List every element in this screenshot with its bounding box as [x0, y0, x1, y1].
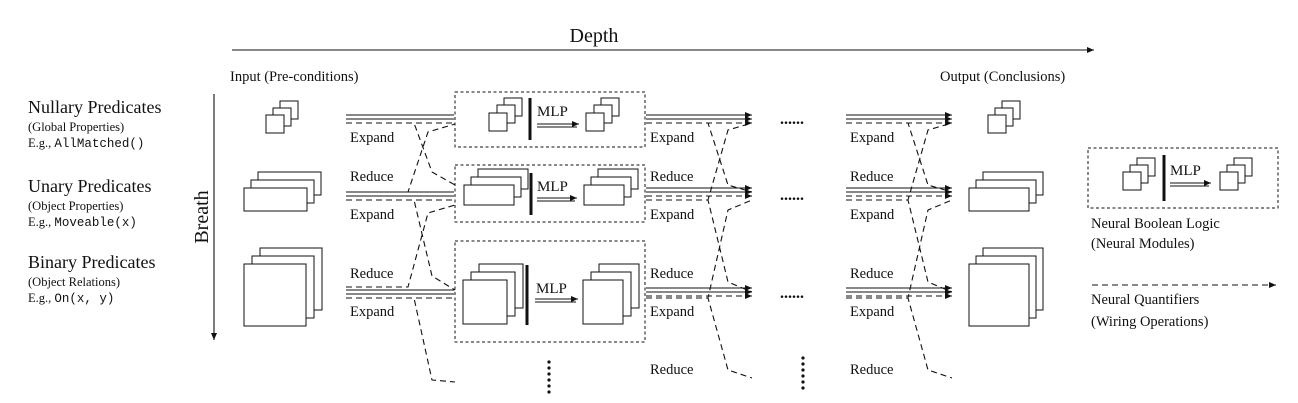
expand-label: Expand — [650, 130, 695, 146]
legend-neural-module: MLP — [1087, 147, 1279, 209]
mlp-label: MLP — [1170, 163, 1201, 179]
input-nullary-tensor — [265, 100, 299, 134]
horizontal-ellipsis: ...... — [780, 187, 804, 204]
input-binary-tensor — [243, 247, 323, 327]
predicate-title: Binary Predicates — [28, 252, 155, 272]
reduce-label: Reduce — [650, 362, 693, 378]
reduce-label: Reduce — [850, 169, 893, 185]
depth-label: Depth — [570, 25, 619, 47]
legend-quantifiers-line1: Neural Quantifiers — [1091, 292, 1200, 308]
expand-label: Expand — [650, 304, 695, 320]
legend-quantifiers-line2: (Wiring Operations) — [1091, 314, 1209, 330]
reduce-label: Reduce — [350, 266, 393, 282]
mlp-label: MLP — [536, 281, 567, 297]
predicate-title: Nullary Predicates — [28, 97, 161, 117]
predicate-example: E.g., Moveable(x) — [28, 215, 137, 230]
binary-neural-module: MLP — [454, 240, 646, 343]
mlp-label: MLP — [537, 104, 568, 120]
expand-label: Expand — [850, 130, 895, 146]
example-prefix: E.g., — [28, 136, 54, 150]
horizontal-ellipsis: ...... — [780, 285, 804, 302]
module-dashed-border — [1087, 147, 1279, 209]
example-prefix: E.g., — [28, 291, 54, 305]
predicate-example: E.g., On(x, y) — [28, 291, 114, 306]
reduce-label: Reduce — [850, 362, 893, 378]
breath-label: Breath — [191, 190, 213, 243]
module-dashed-border — [454, 240, 646, 343]
legend-boolean-logic-line2: (Neural Modules) — [1091, 236, 1195, 252]
unary-predicates-label: Unary Predicates (Object Properties) E.g… — [28, 176, 151, 230]
reduce-label: Reduce — [350, 169, 393, 185]
output-label: Output (Conclusions) — [940, 69, 1065, 85]
wiring-stage-1 — [346, 114, 456, 383]
predicate-subtitle: (Object Properties) — [28, 199, 123, 213]
nullary-neural-module: MLP — [454, 91, 646, 148]
example-prefix: E.g., — [28, 215, 54, 229]
wiring-stage-2 — [646, 112, 753, 379]
expand-label: Expand — [650, 207, 695, 223]
vertical-ellipsis — [547, 360, 551, 394]
input-unary-tensor — [243, 171, 322, 212]
reduce-label: Reduce — [650, 169, 693, 185]
binary-predicates-label: Binary Predicates (Object Relations) E.g… — [28, 252, 155, 306]
predicate-example: E.g., AllMatched() — [28, 136, 144, 151]
output-unary-tensor — [968, 171, 1044, 212]
expand-label: Expand — [350, 130, 395, 146]
nullary-predicates-label: Nullary Predicates (Global Properties) E… — [28, 97, 161, 151]
reduce-label: Reduce — [850, 266, 893, 282]
predicate-subtitle: (Global Properties) — [28, 120, 124, 134]
example-code: On(x, y) — [54, 292, 114, 306]
input-label: Input (Pre-conditions) — [230, 69, 359, 85]
example-code: AllMatched() — [54, 137, 144, 151]
module-dashed-border — [454, 164, 646, 223]
mlp-label: MLP — [537, 179, 568, 195]
legend-boolean-logic-line1: Neural Boolean Logic — [1091, 216, 1220, 232]
vertical-ellipsis — [801, 356, 805, 390]
output-nullary-tensor — [987, 100, 1021, 134]
predicate-title: Unary Predicates — [28, 176, 151, 196]
expand-label: Expand — [850, 304, 895, 320]
example-code: Moveable(x) — [54, 216, 137, 230]
reduce-label: Reduce — [650, 266, 693, 282]
predicate-subtitle: (Object Relations) — [28, 275, 120, 289]
output-binary-tensor — [968, 247, 1044, 327]
expand-label: Expand — [350, 304, 395, 320]
module-dashed-border — [454, 91, 646, 148]
unary-neural-module: MLP — [454, 164, 646, 223]
horizontal-ellipsis: ...... — [780, 111, 804, 128]
wiring-stage-3 — [846, 112, 953, 379]
expand-label: Expand — [350, 207, 395, 223]
expand-label: Expand — [850, 207, 895, 223]
